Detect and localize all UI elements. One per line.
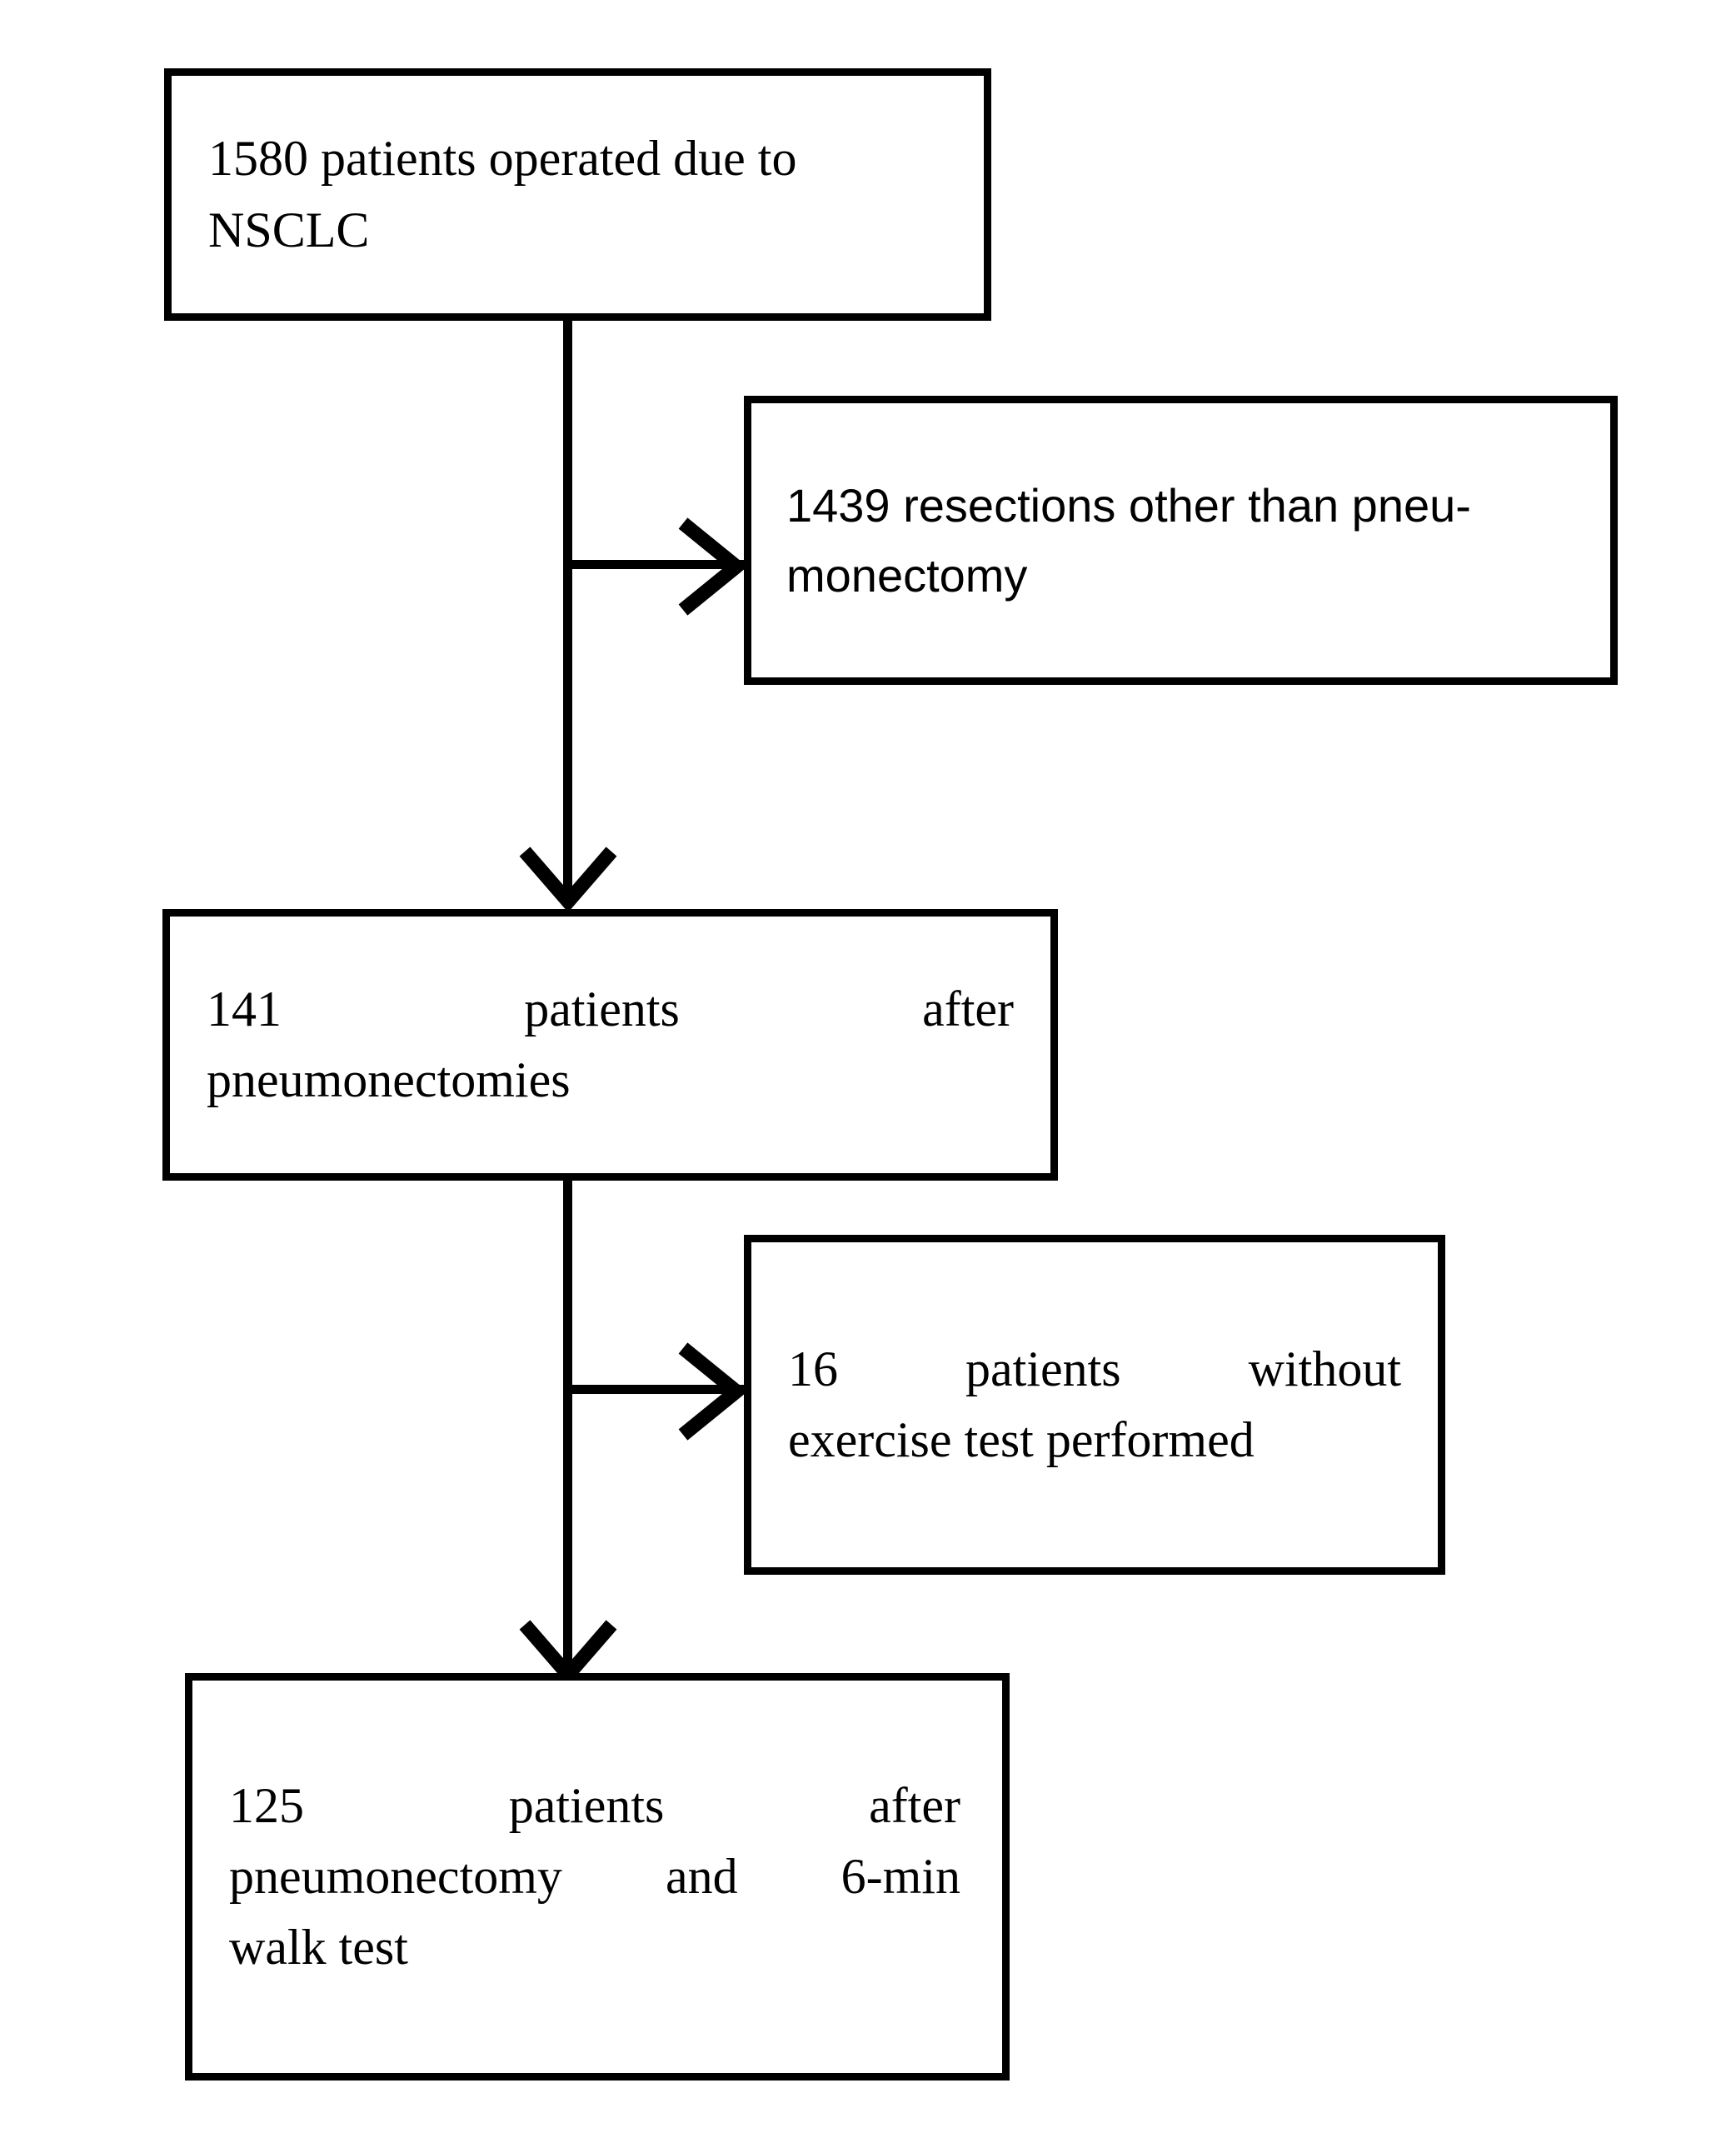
node-pneumonectomies-line-2: pneumonectomies xyxy=(207,1052,571,1107)
node-root-line-1: 1580 patients operated due to xyxy=(208,131,797,187)
node-final-cohort: 125 patients after pneumonectomy and 6-m… xyxy=(185,1673,1010,2081)
arrowhead-right-no-exercise-test xyxy=(678,1342,748,1441)
connector-pneumonectomies-to-final xyxy=(563,1181,572,1677)
node-final-cohort-line-2: pneumonectomy and 6-min xyxy=(229,1848,960,1904)
node-other-resections-line-2: monectomy xyxy=(786,548,1028,602)
node-other-resections: 1439 resections other than pneu- monecto… xyxy=(744,396,1618,685)
node-other-resections-line-1: 1439 resections other than pneu- xyxy=(786,478,1471,532)
node-no-exercise-test-line-1: 16 patients without xyxy=(788,1341,1401,1396)
connector-root-to-other xyxy=(563,560,748,569)
arrowhead-down-pneumonectomies xyxy=(519,847,617,912)
node-no-exercise-test: 16 patients without exercise test perfor… xyxy=(744,1235,1445,1575)
node-pneumonectomies-line-1: 141 patients after xyxy=(207,981,1014,1037)
node-final-cohort-line-1: 125 patients after xyxy=(229,1777,960,1833)
connector-root-to-pneumonectomies xyxy=(563,321,572,904)
arrowhead-right-other-resections xyxy=(678,517,748,616)
node-root-line-2: NSCLC xyxy=(208,202,370,257)
node-pneumonectomies: 141 patients after pneumonectomies xyxy=(162,909,1058,1181)
node-no-exercise-test-line-2: exercise test performed xyxy=(788,1412,1255,1467)
connector-pneumonectomies-to-noex xyxy=(563,1385,748,1394)
node-final-cohort-line-3: walk test xyxy=(229,1920,408,1976)
node-root: 1580 patients operated due to NSCLC xyxy=(164,68,991,321)
